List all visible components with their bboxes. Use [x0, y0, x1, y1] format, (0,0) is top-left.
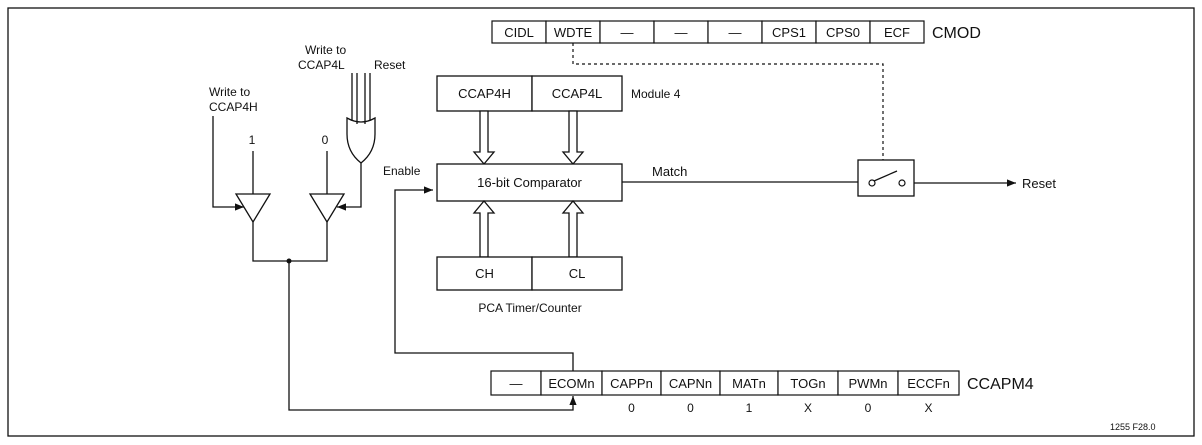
- svg-text:—: —: [621, 25, 634, 40]
- ecom-write-line: [288, 261, 577, 411]
- cl-bus-arrow: [561, 199, 585, 258]
- ccapm-bit: —: [490, 370, 542, 396]
- svg-text:PWMn: PWMn: [849, 376, 888, 391]
- svg-text:ECF: ECF: [884, 25, 910, 40]
- switch-box: [857, 159, 915, 197]
- cmod-bit: —: [653, 20, 709, 44]
- pca-timer-counter: CH CL PCA Timer/Counter: [436, 256, 623, 315]
- ccapm-value: 0: [687, 401, 694, 415]
- write-ccap4h-label-1: Write to: [209, 85, 250, 99]
- enable-label: Enable: [383, 164, 421, 178]
- ccapm-bit: PWMn: [837, 370, 899, 396]
- write-ccap4h-label-2: CCAP4H: [209, 100, 258, 114]
- wdte-control-dashed-line: [572, 43, 884, 160]
- reset-output-label: Reset: [1022, 176, 1056, 191]
- ccapm4-register: — ECOMn CAPPn CAPNn MATn TOGn PWMn ECCFn…: [490, 370, 1034, 415]
- ccap4l-label: CCAP4L: [552, 86, 603, 101]
- ccapm-bit: ECCFn: [897, 370, 960, 396]
- ch-bus-arrow: [472, 199, 496, 258]
- cmod-bit: ECF: [869, 20, 925, 44]
- data-one-label: 1: [249, 133, 256, 147]
- ccapm-value: 1: [746, 401, 753, 415]
- comparator-box: [436, 163, 623, 202]
- switch-blade: [873, 170, 898, 182]
- svg-text:ECCFn: ECCFn: [907, 376, 950, 391]
- ccapm-bit: CAPPn: [601, 370, 662, 396]
- svg-text:ECOMn: ECOMn: [548, 376, 594, 391]
- svg-text:CIDL: CIDL: [504, 25, 534, 40]
- match-label: Match: [652, 164, 687, 179]
- capture-register: CCAP4H CCAP4L Module 4: [436, 75, 681, 112]
- ccapm-bit-ecomn: ECOMn: [540, 370, 603, 396]
- buffer-one: [212, 116, 272, 224]
- ch-box: [436, 256, 533, 291]
- ccapm-value: 0: [628, 401, 635, 415]
- svg-text:CPS1: CPS1: [772, 25, 806, 40]
- ccap4h-bus-arrow: [472, 110, 496, 166]
- buffer-one-triangle: [234, 193, 272, 224]
- svg-text:CAPNn: CAPNn: [669, 376, 712, 391]
- ccapm-value: 0: [865, 401, 872, 415]
- buffer-zero: [308, 151, 362, 224]
- ccap4l-bus-arrow: [561, 110, 585, 166]
- figure-id: 1255 F28.0: [1110, 422, 1156, 432]
- svg-text:CPS0: CPS0: [826, 25, 860, 40]
- ch-label: CH: [475, 266, 494, 281]
- figure-frame: [7, 7, 1195, 437]
- or-gate-shape: [346, 116, 376, 164]
- reset-input-label: Reset: [374, 58, 406, 72]
- ccapm4-label: CCAPM4: [967, 376, 1034, 393]
- cmod-bit: —: [599, 20, 655, 44]
- ccapm-bit: MATn: [719, 370, 779, 396]
- cmod-bit: CPS1: [761, 20, 817, 44]
- comparator: 16-bit Comparator: [436, 163, 623, 202]
- cmod-register: CIDL WDTE — — — CPS1 CPS0 ECF CMOD: [491, 20, 981, 44]
- cmod-bit: —: [707, 20, 763, 44]
- ccapm-bit: CAPNn: [660, 370, 721, 396]
- write-ccap4l-label-2: CCAP4L: [298, 58, 345, 72]
- ccap4h-label: CCAP4H: [458, 86, 511, 101]
- timer-label: PCA Timer/Counter: [478, 301, 581, 315]
- svg-text:—: —: [675, 25, 688, 40]
- write-ccap4l-label-1: Write to: [305, 43, 346, 57]
- svg-text:CAPPn: CAPPn: [610, 376, 653, 391]
- enable-line: [394, 186, 574, 371]
- cmod-bit: CPS0: [815, 20, 871, 44]
- ccap4h-write-enable-line: [212, 116, 244, 211]
- buffer-outputs-bus: [252, 222, 328, 262]
- ccapm-bit: TOGn: [777, 370, 839, 396]
- buffer-zero-triangle: [308, 193, 346, 224]
- module-label: Module 4: [631, 87, 681, 101]
- cl-label: CL: [569, 266, 586, 281]
- svg-text:MATn: MATn: [732, 376, 766, 391]
- or-output-enable-line: [337, 163, 362, 211]
- comparator-label: 16-bit Comparator: [477, 175, 582, 190]
- watchdog-switch: [857, 159, 915, 197]
- cmod-label: CMOD: [932, 25, 981, 42]
- cl-box: [531, 256, 623, 291]
- svg-text:TOGn: TOGn: [790, 376, 825, 391]
- or-gate: [346, 73, 376, 164]
- ccapm-value: X: [804, 401, 812, 415]
- svg-text:—: —: [510, 376, 523, 391]
- ccap4l-box: [531, 75, 623, 112]
- cmod-bit-wdte: WDTE: [545, 20, 601, 44]
- cmod-bit: CIDL: [491, 20, 547, 44]
- data-zero-label: 0: [322, 133, 329, 147]
- svg-text:WDTE: WDTE: [554, 25, 593, 40]
- ccapm-value: X: [924, 401, 932, 415]
- svg-text:—: —: [729, 25, 742, 40]
